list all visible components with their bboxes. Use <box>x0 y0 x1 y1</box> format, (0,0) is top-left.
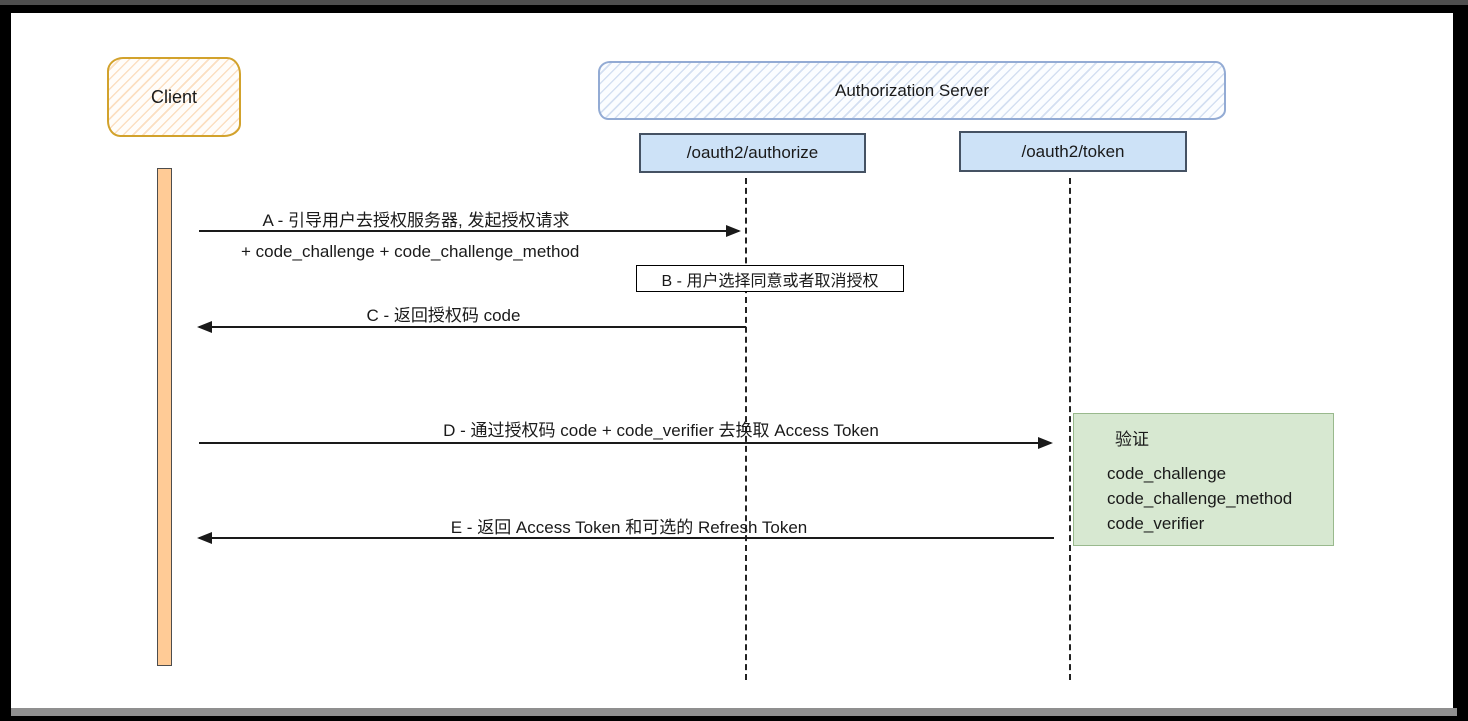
participant-authorization-server: Authorization Server <box>598 61 1226 120</box>
arrowhead-right-icon <box>726 225 741 237</box>
verify-item-code-challenge-method: code_challenge_method <box>1107 489 1293 508</box>
diagram-canvas: Client Authorization Server /oauth2/auth… <box>11 13 1453 708</box>
message-a-arrow <box>199 225 741 237</box>
message-c-arrow <box>197 321 746 333</box>
client-activation-bar <box>157 168 172 666</box>
window-frame-bottom-edge <box>11 708 1457 716</box>
endpoint-oauth2-token: /oauth2/token <box>959 131 1187 172</box>
message-d-arrow <box>199 437 1053 449</box>
verify-item-code-challenge: code_challenge <box>1107 464 1227 483</box>
participant-client: Client <box>107 57 241 137</box>
window-frame-top-edge <box>0 0 1468 5</box>
participant-client-label: Client <box>150 86 198 107</box>
verify-item-code-verifier: code_verifier <box>1107 514 1205 533</box>
endpoint-oauth2-authorize: /oauth2/authorize <box>639 133 866 173</box>
message-e-arrow <box>197 532 1054 544</box>
message-d-label: D - 通过授权码 code + code_verifier 去换取 Acces… <box>443 421 879 440</box>
message-a-label: A - 引导用户去授权服务器, 发起授权请求 <box>262 211 570 230</box>
lifeline-oauth2-token <box>1069 178 1071 680</box>
endpoint-oauth2-authorize-label: /oauth2/authorize <box>686 143 819 162</box>
arrowhead-left-icon <box>197 532 212 544</box>
message-c-label: C - 返回授权码 code <box>366 306 521 325</box>
verify-note-title: 验证 <box>1115 430 1149 449</box>
endpoint-oauth2-token-label: /oauth2/token <box>1021 141 1125 161</box>
verify-note: 验证 code_challenge code_challenge_method … <box>1073 413 1334 546</box>
note-b-user-consent: B - 用户选择同意或者取消授权 <box>636 265 904 292</box>
participant-authorization-server-label: Authorization Server <box>834 80 990 100</box>
verify-note-items: code_challenge code_challenge_method cod… <box>1107 461 1333 536</box>
arrowhead-right-icon <box>1038 437 1053 449</box>
arrowhead-left-icon <box>197 321 212 333</box>
note-b-label: B - 用户选择同意或者取消授权 <box>661 272 879 290</box>
lifeline-oauth2-authorize <box>745 178 747 680</box>
message-e-label: E - 返回 Access Token 和可选的 Refresh Token <box>450 518 808 537</box>
message-a-sublabel: + code_challenge + code_challenge_method <box>241 242 580 261</box>
